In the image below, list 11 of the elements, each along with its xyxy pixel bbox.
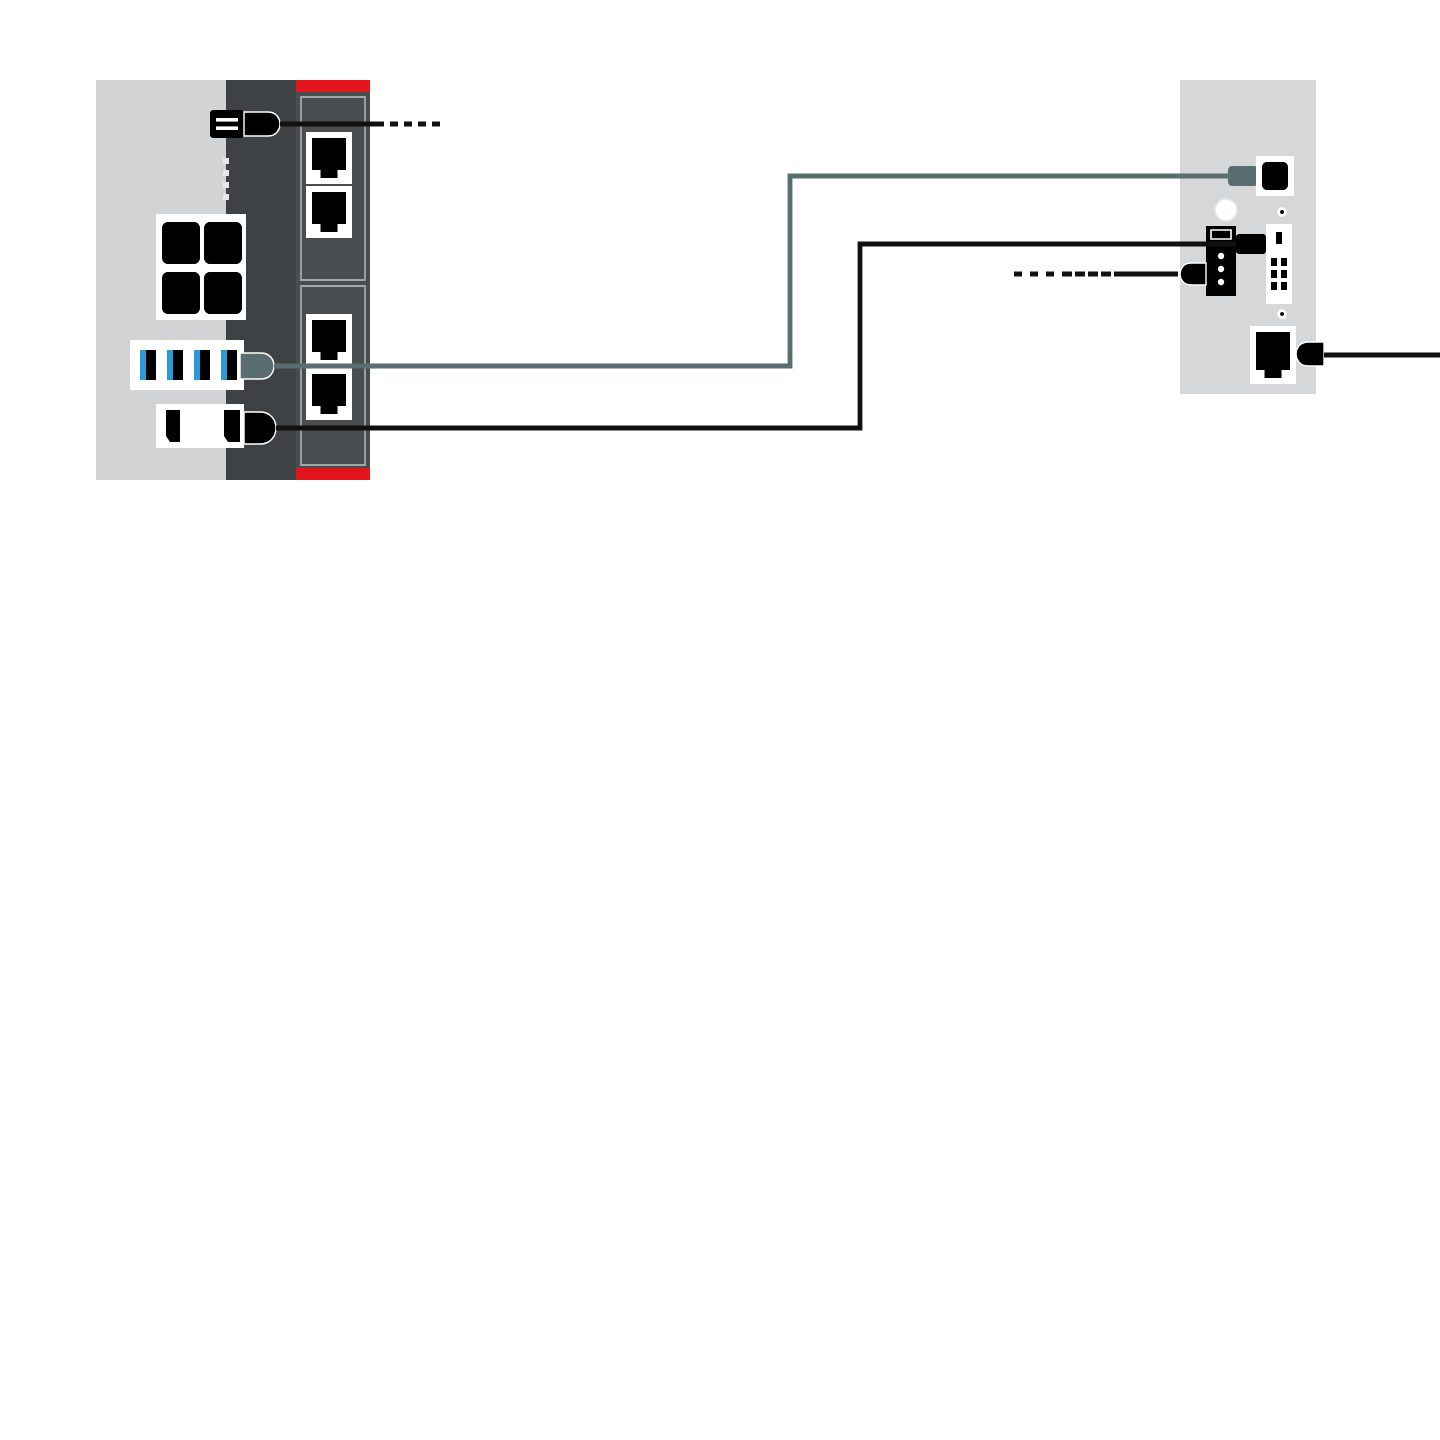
cable <box>280 121 440 127</box>
plugged-connector <box>210 110 281 138</box>
plugged-connector <box>1179 250 1236 296</box>
plugged-connector <box>1228 156 1294 196</box>
plugged-connector <box>130 340 275 390</box>
cable <box>276 241 1236 431</box>
cable <box>274 173 1228 369</box>
cable <box>1014 271 1180 277</box>
plugged-connector <box>1250 326 1325 384</box>
plugged-connector <box>1236 224 1292 304</box>
plugged-connector <box>156 404 277 448</box>
